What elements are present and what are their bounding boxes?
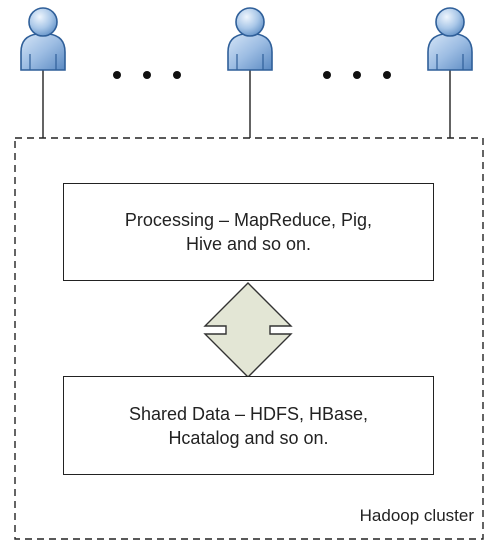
ellipsis-left [113, 71, 181, 79]
user-icon [20, 7, 66, 71]
user-icon [227, 7, 273, 71]
hadoop-cluster-boundary [14, 137, 484, 540]
hadoop-cluster-label: Hadoop cluster [359, 506, 474, 525]
ellipsis-right [323, 71, 391, 79]
bidirectional-arrow [203, 282, 293, 378]
shared-data-box-line1: Shared Data – HDFS, HBase, [128, 403, 369, 424]
processing-box-line1: Processing – MapReduce, Pig, [124, 210, 373, 230]
shared-data-box: Shared Data – HDFS, HBase, Hcatalog and … [63, 376, 434, 475]
processing-box: Processing – MapReduce, Pig, Hive and so… [63, 183, 434, 281]
user-icon [427, 7, 473, 71]
shared-data-box-line2: Hcatalog and so on. [168, 427, 329, 448]
processing-box-line2: Hive and so on. [185, 234, 312, 254]
